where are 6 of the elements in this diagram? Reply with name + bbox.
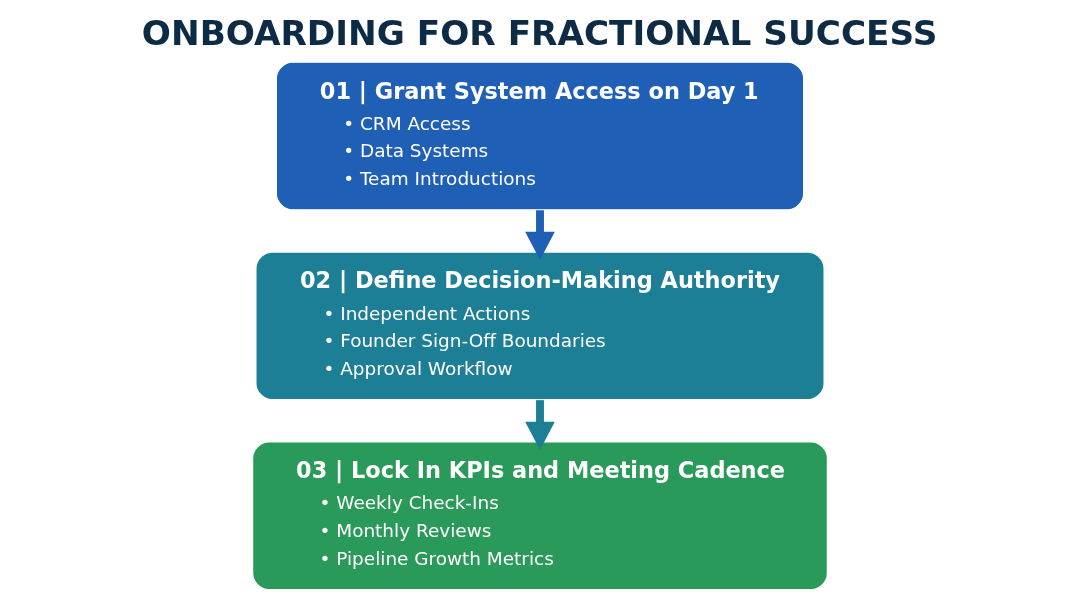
- node-box: 03 | Lock In KPIs and Meeting Cadence • Weekly Check-Ins • Monthly Reviews • Pipeline Growth Metrics: [251, 441, 829, 591]
- node-box: 01 | Grant System Access on Day 1 • CRM Access • Data Systems • Team Introductions: [275, 61, 805, 211]
- diagram-title: ONBOARDING FOR FRACTIONAL SUCCESS: [141, 12, 938, 53]
- arrow: [525, 400, 555, 450]
- arrow: [525, 210, 555, 261]
- node-box: 02 | Define Decision-Making Authority • Independent Actions • Founder Sign-Off Boundaries • Approval Workflow: [255, 251, 825, 401]
